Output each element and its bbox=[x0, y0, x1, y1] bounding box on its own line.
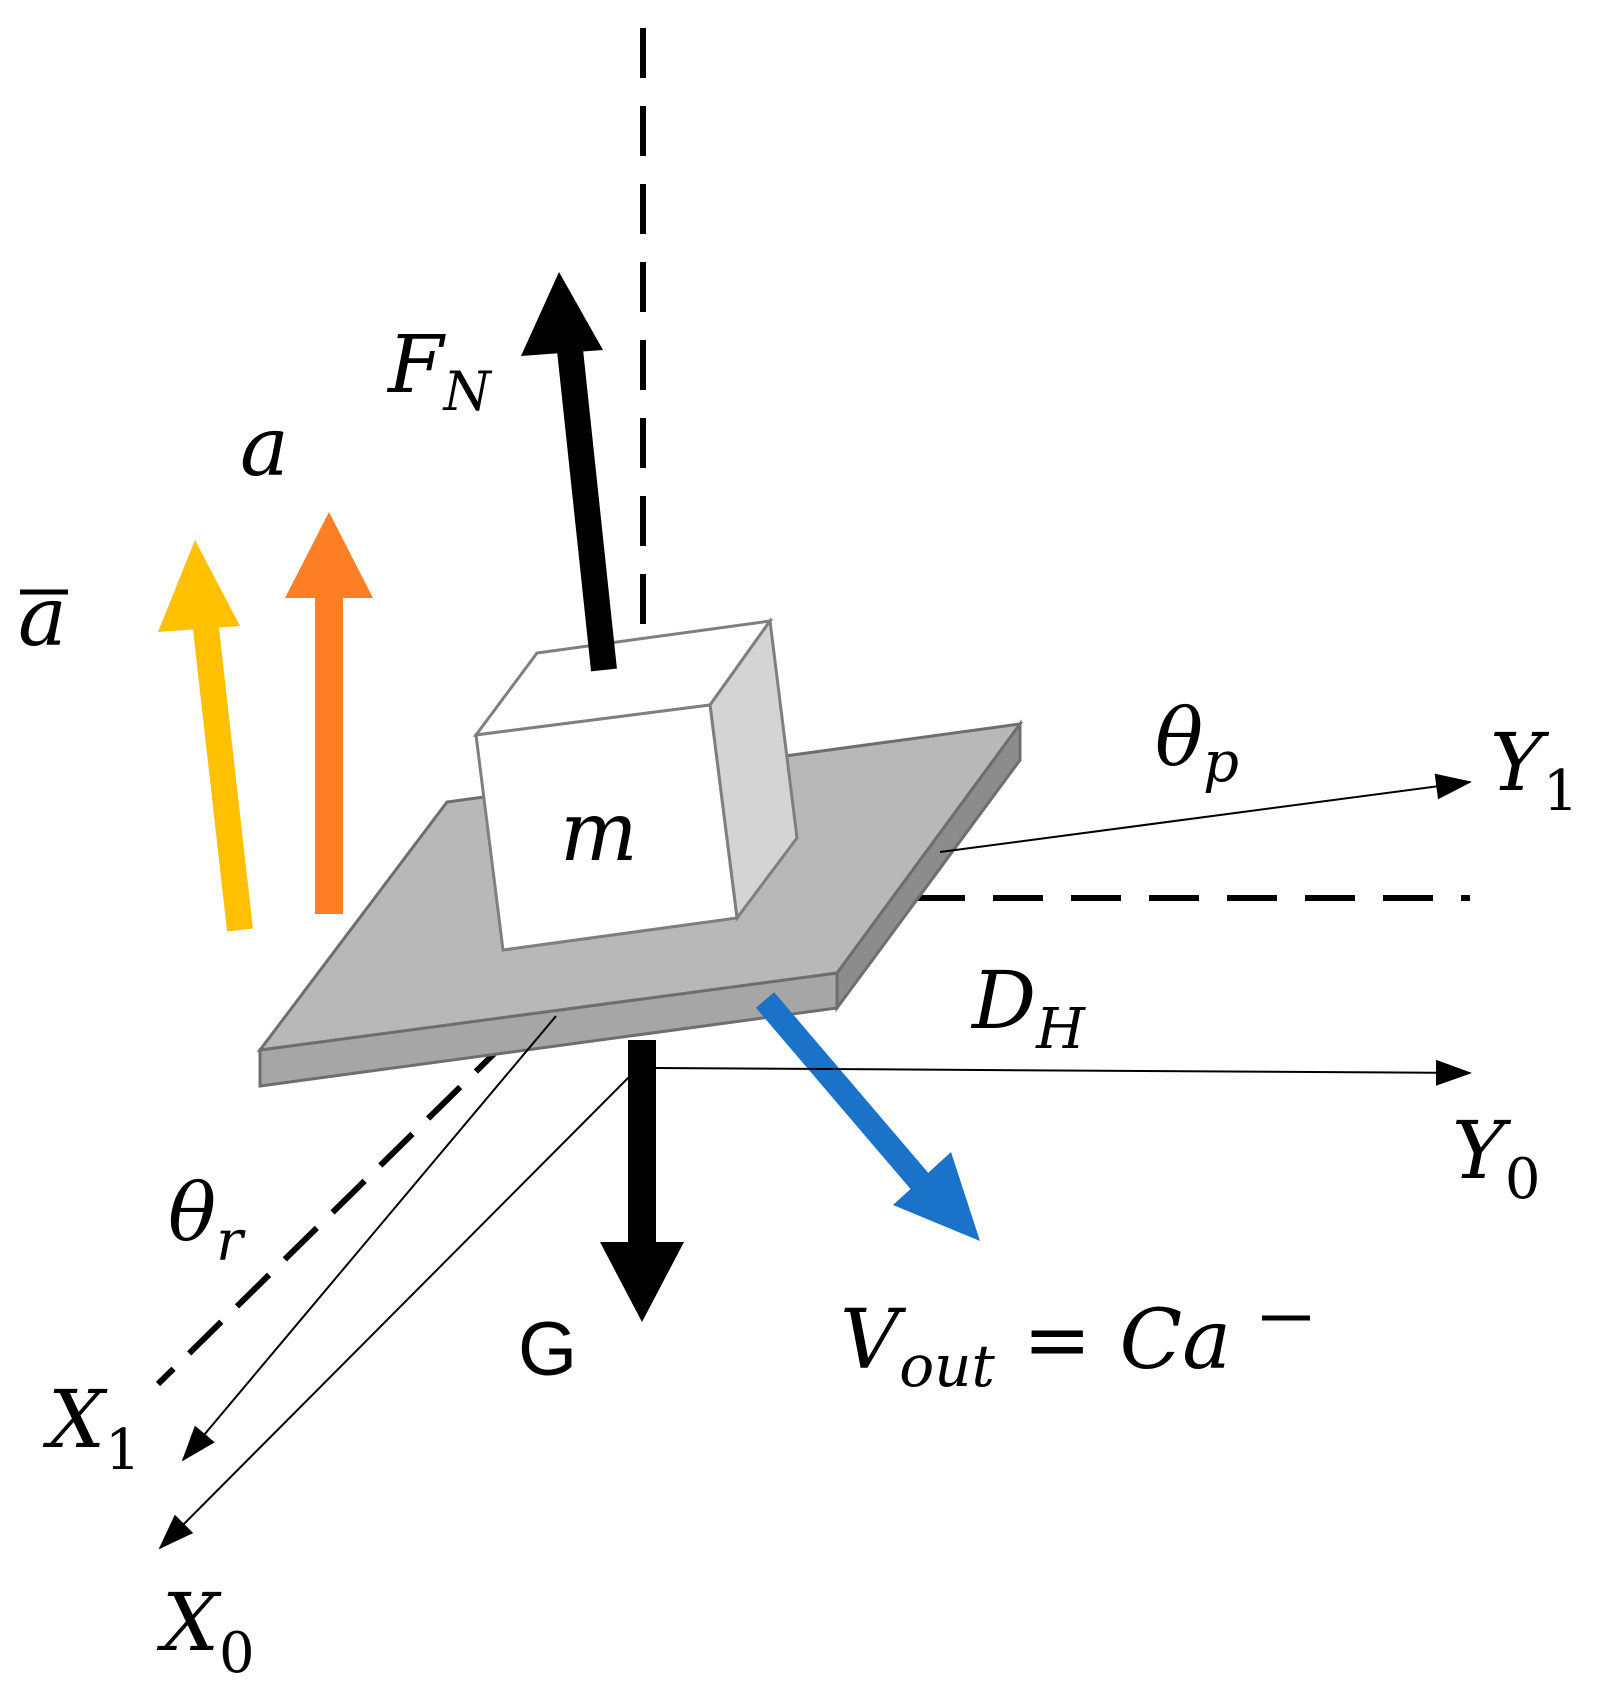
mass-block bbox=[472, 616, 799, 952]
theta-p-label: θp bbox=[1155, 691, 1239, 795]
x0-axis-line bbox=[158, 1075, 631, 1550]
accel-arrow bbox=[285, 512, 373, 914]
y0-axis-line bbox=[655, 1059, 1472, 1086]
normal-force-arrow-icon bbox=[521, 272, 617, 672]
x1-axis-dashed-line bbox=[155, 1037, 511, 1387]
normal-force-label: FN bbox=[386, 318, 493, 423]
x1-axis-line bbox=[181, 1015, 557, 1462]
vout-equation: Vout=Ca bbox=[840, 1293, 1310, 1400]
theta-r-label: θr bbox=[168, 1166, 246, 1274]
y1-label: Y1 bbox=[1490, 716, 1578, 824]
y1-axis-line bbox=[939, 773, 1472, 853]
svg-text:Vout=Ca: Vout=Ca bbox=[840, 1293, 1231, 1400]
gravity-arrow-icon bbox=[600, 1040, 684, 1322]
mass-block-front-face bbox=[474, 703, 739, 952]
dh-label: DH bbox=[970, 954, 1086, 1062]
accel-bar-arrow bbox=[158, 540, 253, 932]
svg-text:a: a bbox=[18, 570, 67, 665]
mass-label: m bbox=[560, 785, 638, 880]
output-voltage-arrow-icon bbox=[755, 992, 980, 1241]
y0-label: Y0 bbox=[1452, 1104, 1540, 1212]
accel-label: a bbox=[240, 400, 289, 495]
x1-label: X1 bbox=[42, 1373, 141, 1483]
gravity-label: G bbox=[518, 1307, 577, 1392]
x0-label: X0 bbox=[156, 1576, 255, 1686]
accel-bar-label: a bbox=[18, 570, 68, 665]
